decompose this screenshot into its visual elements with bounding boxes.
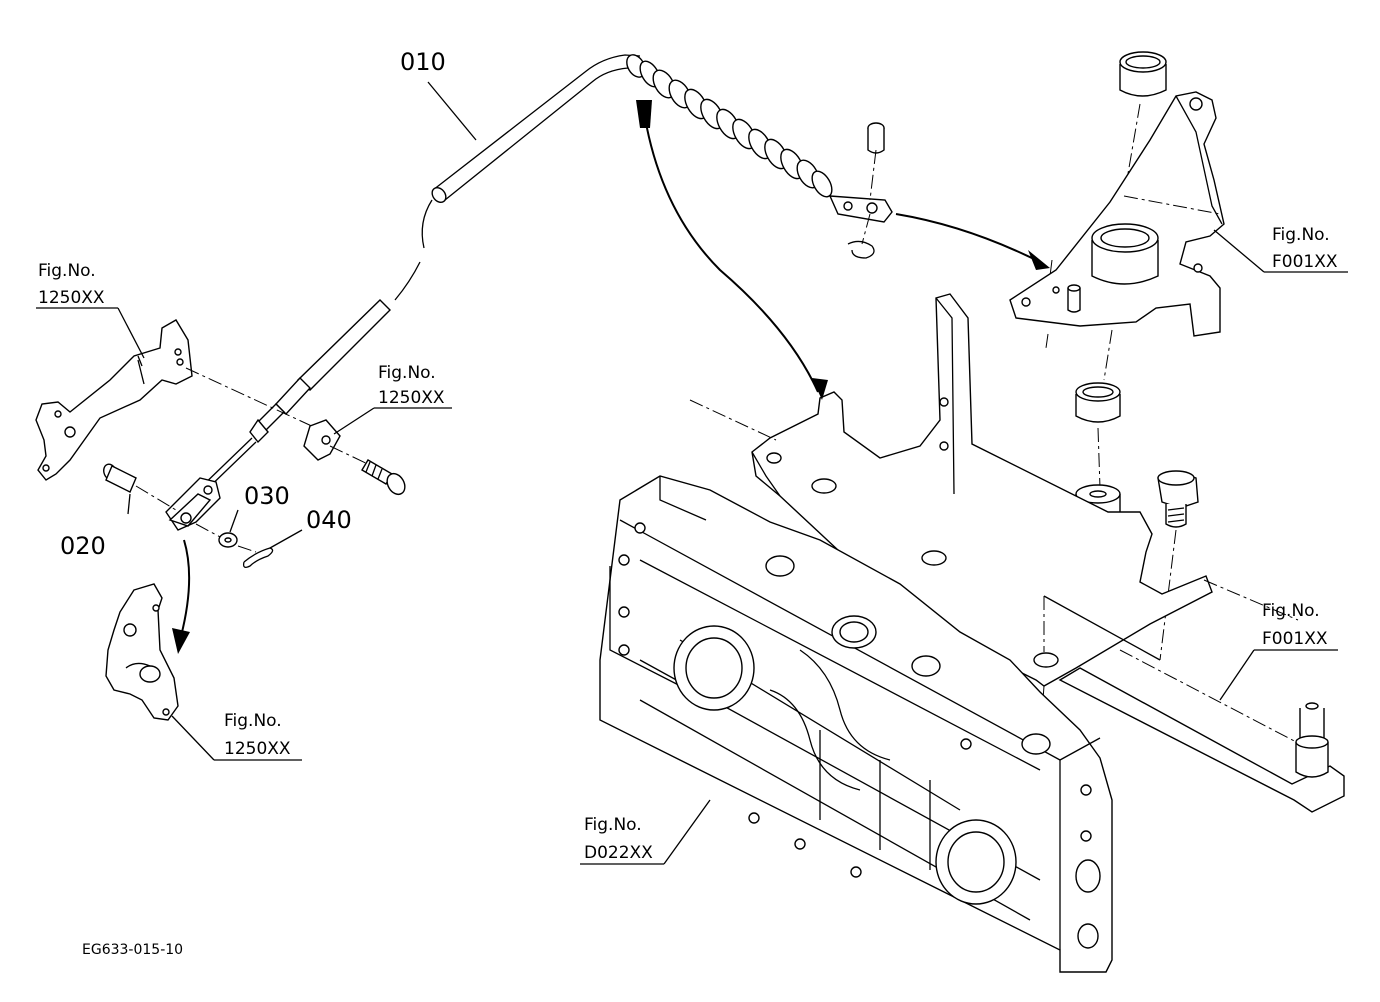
ref-bottom-center-line1: Fig.No. bbox=[584, 815, 642, 835]
throttle-cable bbox=[195, 54, 893, 497]
figure-references: Fig.No. 1250XX Fig.No. 1250XX Fig.No. 12… bbox=[38, 225, 1338, 863]
ref-left-top-line2: 1250XX bbox=[38, 288, 105, 308]
ref-left-mid-line2: 1250XX bbox=[378, 388, 445, 408]
leader-lines bbox=[36, 81, 1348, 865]
clamp-bolt bbox=[329, 445, 406, 496]
right-top-lever bbox=[1009, 51, 1225, 381]
part-number-labels: 010 020 030 040 bbox=[60, 48, 446, 560]
cable-clamp bbox=[303, 419, 341, 461]
label-040: 040 bbox=[306, 506, 352, 534]
lower-clevis bbox=[165, 477, 221, 531]
right-rod bbox=[1058, 649, 1345, 813]
direction-arrows bbox=[172, 100, 1050, 654]
ref-right-mid-line2: F001XX bbox=[1262, 629, 1328, 649]
hex-bolt bbox=[1157, 470, 1199, 661]
upper-clevis bbox=[828, 122, 893, 259]
ref-right-mid-line1: Fig.No. bbox=[1262, 601, 1320, 621]
ref-left-mid-line1: Fig.No. bbox=[378, 363, 436, 383]
left-lower-lever bbox=[105, 583, 179, 721]
ref-right-top-line1: Fig.No. bbox=[1272, 225, 1330, 245]
ref-bottom-center-line2: D022XX bbox=[584, 843, 653, 863]
drawing-code: EG633-015-10 bbox=[82, 942, 183, 958]
label-020: 020 bbox=[60, 532, 106, 560]
ref-right-top-line2: F001XX bbox=[1272, 252, 1338, 272]
support-plate bbox=[689, 293, 1299, 741]
ref-left-bottom-line1: Fig.No. bbox=[224, 711, 282, 731]
ref-left-bottom-line2: 1250XX bbox=[224, 739, 291, 759]
valve-housing bbox=[599, 475, 1113, 973]
washer-030 bbox=[195, 523, 238, 548]
ref-left-top-line1: Fig.No. bbox=[38, 261, 96, 281]
lower-bushing bbox=[1075, 382, 1121, 489]
label-010: 010 bbox=[400, 48, 446, 76]
pin-020 bbox=[103, 463, 177, 511]
clip-040 bbox=[237, 545, 274, 568]
left-upper-bracket bbox=[35, 319, 317, 481]
cable-bellows bbox=[626, 54, 833, 198]
label-030: 030 bbox=[244, 482, 290, 510]
